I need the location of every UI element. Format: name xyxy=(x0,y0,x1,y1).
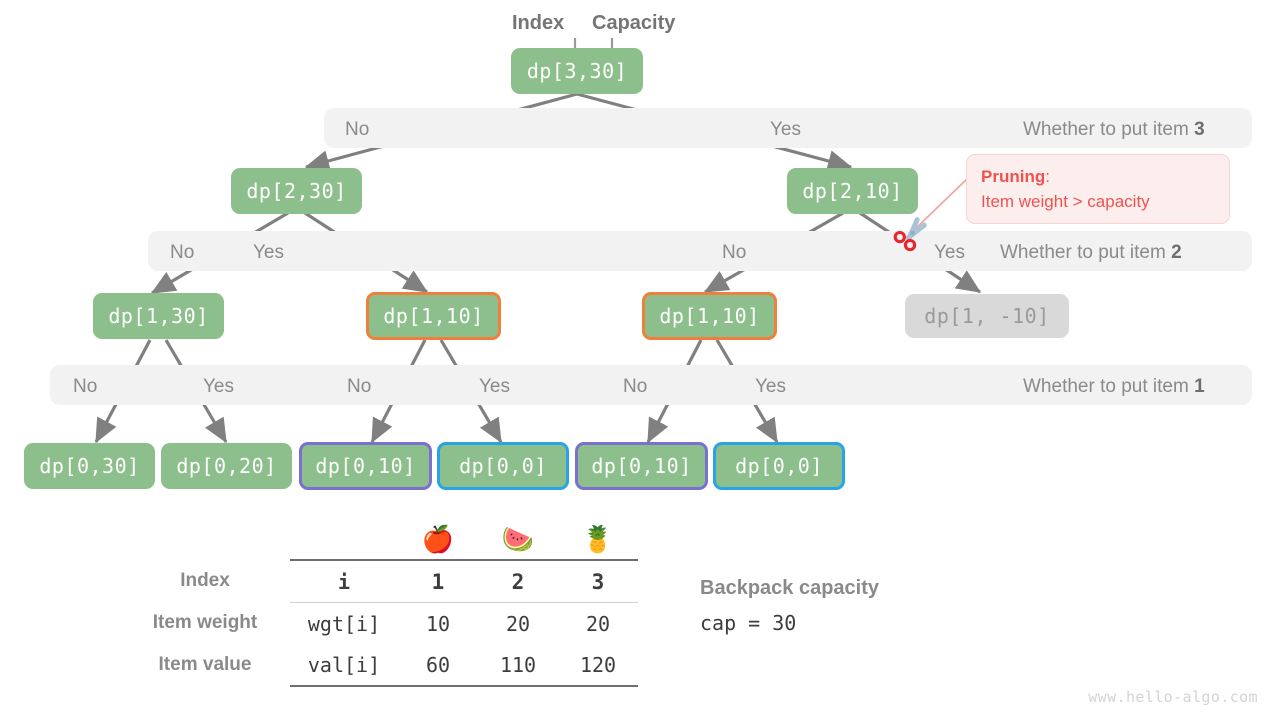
table-row-value: Item value val[i] 60 110 120 xyxy=(120,644,638,687)
backpack-capacity-value: cap = 30 xyxy=(700,611,797,635)
row-key-index: i xyxy=(290,559,398,603)
band-item3-choice-no: No xyxy=(345,119,370,140)
band-item1-choice-yes-2: Yes xyxy=(479,376,510,397)
weight-value-2: 20 xyxy=(478,602,558,644)
leaf-node-dp-0-30[interactable]: dp[0,30] xyxy=(24,443,155,489)
tree-node-dp-3-30[interactable]: dp[3,30] xyxy=(511,48,643,94)
tree-node-dp-1-10-left[interactable]: dp[1,10] xyxy=(366,292,501,340)
index-value-3: 3 xyxy=(558,559,638,603)
backpack-capacity-title: Backpack capacity xyxy=(700,577,880,599)
band-item1-question: Whether to put item 1 xyxy=(1023,377,1205,396)
value-value-2: 110 xyxy=(478,644,558,687)
watermelon-icon: 🍉 xyxy=(501,523,535,554)
leaf-node-dp-0-0-left[interactable]: dp[0,0] xyxy=(437,442,569,490)
table-row-index: Index i 1 2 3 xyxy=(120,559,638,603)
band-item2-question: Whether to put item 2 xyxy=(1000,243,1182,262)
capacity-annotation-label: Capacity xyxy=(592,12,676,34)
index-value-1: 1 xyxy=(398,559,478,603)
index-value-2: 2 xyxy=(478,559,558,603)
watermark: www.hello-algo.com xyxy=(1088,688,1258,706)
table-emoji-row-spacer xyxy=(120,518,290,560)
index-annotation-label: Index xyxy=(512,12,565,34)
leaf-node-dp-0-10-right[interactable]: dp[0,10] xyxy=(575,442,708,490)
band-item1-choice-no-3: No xyxy=(623,376,648,397)
row-head-weight: Item weight xyxy=(152,612,258,634)
band-item3-choice-yes: Yes xyxy=(770,119,801,140)
pruning-callout-title: Pruning xyxy=(981,167,1046,186)
table-emoji-spacer-key xyxy=(290,518,398,560)
table-row-weight: Item weight wgt[i] 10 20 20 xyxy=(120,602,638,644)
items-table-wrapper: 🍎 🍉 🍍 Index i 1 2 3 Item weight wgt[i] 1… xyxy=(120,518,638,687)
row-head-index: Index xyxy=(180,570,230,592)
band-item2-choice-yes-1: Yes xyxy=(253,242,284,263)
band-item1-choice-no-2: No xyxy=(347,376,372,397)
decision-band-item2 xyxy=(148,231,1252,271)
tree-node-dp-1-30[interactable]: dp[1,30] xyxy=(93,293,224,339)
pruning-callout-line2: Item weight > capacity xyxy=(981,191,1150,211)
weight-value-3: 20 xyxy=(558,602,638,644)
tree-node-dp-2-10[interactable]: dp[2,10] xyxy=(787,168,918,214)
row-key-value: val[i] xyxy=(290,644,398,687)
value-value-3: 120 xyxy=(558,644,638,687)
value-value-1: 60 xyxy=(398,644,478,687)
decision-band-item3 xyxy=(324,108,1252,148)
apple-icon: 🍎 xyxy=(421,523,455,554)
band-item3-question-text: Whether to put item xyxy=(1023,119,1195,140)
leaf-node-dp-0-20[interactable]: dp[0,20] xyxy=(161,443,292,489)
band-item1-choice-no-1: No xyxy=(73,376,98,397)
weight-value-1: 10 xyxy=(398,602,478,644)
scissors-icon xyxy=(893,217,927,252)
leaf-node-dp-0-0-right[interactable]: dp[0,0] xyxy=(713,442,845,490)
table-emoji-row: 🍎 🍉 🍍 xyxy=(120,518,638,560)
tree-node-dp-2-30[interactable]: dp[2,30] xyxy=(231,168,362,214)
band-item3-question-item: 3 xyxy=(1194,119,1205,140)
items-table: 🍎 🍉 🍍 Index i 1 2 3 Item weight wgt[i] 1… xyxy=(120,518,638,687)
band-item1-question-item: 1 xyxy=(1194,376,1205,397)
band-item2-choice-no-1: No xyxy=(170,242,195,263)
leaf-node-dp-0-10-left[interactable]: dp[0,10] xyxy=(299,442,432,490)
band-item2-choice-no-2: No xyxy=(722,242,747,263)
pruning-callout-line1: Pruning: xyxy=(981,165,1215,190)
band-item1-choice-yes-1: Yes xyxy=(203,376,234,397)
row-head-value: Item value xyxy=(158,654,252,675)
band-item2-question-item: 2 xyxy=(1171,242,1182,263)
band-item1-question-text: Whether to put item xyxy=(1023,376,1195,397)
row-key-weight: wgt[i] xyxy=(290,602,398,644)
pineapple-icon: 🍍 xyxy=(581,523,615,554)
band-item2-choice-yes-2: Yes xyxy=(934,242,965,263)
band-item2-question-text: Whether to put item xyxy=(1000,242,1172,263)
tree-node-dp-1-10-right[interactable]: dp[1,10] xyxy=(642,292,777,340)
pruning-callout: Pruning: Item weight > capacity xyxy=(966,154,1230,224)
tree-node-dp-1-neg10-pruned[interactable]: dp[1, -10] xyxy=(905,294,1069,338)
band-item1-choice-yes-3: Yes xyxy=(755,376,786,397)
decision-band-item1 xyxy=(50,365,1252,405)
pruning-callout-colon: : xyxy=(1045,167,1050,186)
band-item3-question: Whether to put item 3 xyxy=(1023,120,1205,139)
